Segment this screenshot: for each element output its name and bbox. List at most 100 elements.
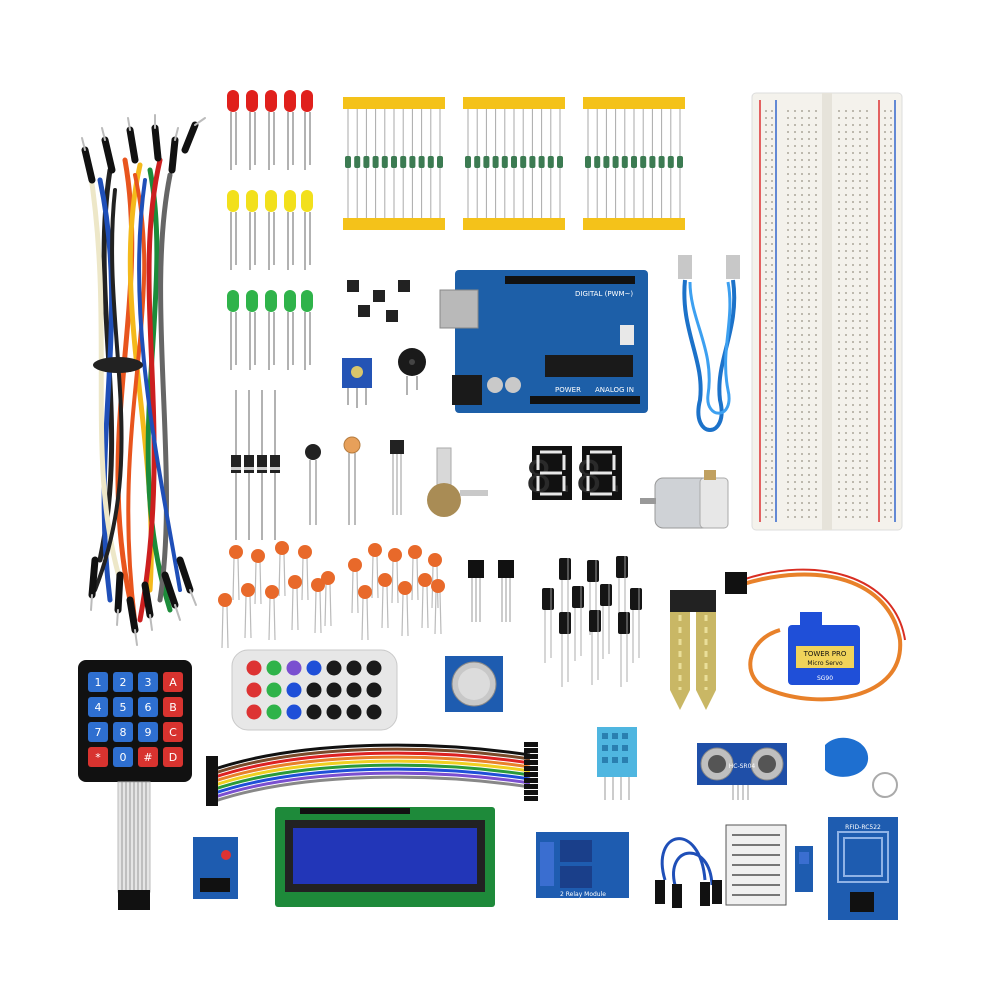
diodes: [231, 390, 280, 540]
resistor-strip-3: [583, 97, 685, 230]
servo-model: Micro Servo: [807, 660, 843, 667]
keypad-key[interactable]: 3: [138, 672, 158, 692]
led-row-red: [227, 90, 313, 170]
relay-module: 2 Relay Module: [536, 832, 629, 898]
keypad-key[interactable]: 7: [88, 722, 108, 742]
keypad-key-label: 2: [120, 676, 127, 689]
keypad-key[interactable]: 8: [113, 722, 133, 742]
electrolytic-capacitors: [542, 556, 642, 687]
rfid-board-label: RFID-RC522: [845, 824, 881, 831]
keypad-key-label: 0: [120, 751, 127, 764]
keypad-key[interactable]: 0: [113, 747, 133, 767]
servo-number: SG90: [817, 675, 833, 682]
power-label: POWER: [555, 386, 581, 394]
remote-button[interactable]: [326, 682, 342, 698]
ceramic-capacitors: [218, 541, 445, 649]
keypad-key[interactable]: 4: [88, 697, 108, 717]
sensor-control-board: [795, 846, 813, 892]
jumper-wire-bundle: [81, 114, 206, 646]
remote-button[interactable]: [306, 660, 322, 676]
keypad-key[interactable]: A: [163, 672, 183, 692]
transistors: [468, 560, 514, 622]
relay-caption: 2 Relay Module: [560, 891, 606, 898]
remote-button[interactable]: [266, 660, 282, 676]
lcd-16x2-display: [275, 807, 495, 907]
dupont-ribbon-cable: [206, 742, 538, 808]
trimmer-potentiometer: [342, 358, 372, 408]
keypad-key-label: D: [169, 751, 177, 764]
keypad-key[interactable]: 1: [88, 672, 108, 692]
keypad-key-label: 8: [120, 726, 127, 739]
remote-button[interactable]: [246, 704, 262, 720]
led-row-yellow: [227, 190, 313, 270]
keypad-key[interactable]: 5: [113, 697, 133, 717]
keypad-key-label: 9: [145, 726, 152, 739]
tactile-buttons: [347, 280, 410, 322]
ir-remote: [231, 649, 398, 731]
remote-button[interactable]: [326, 704, 342, 720]
ir-receiver: [390, 440, 404, 515]
keypad-key[interactable]: D: [163, 747, 183, 767]
keypad-key[interactable]: *: [88, 747, 108, 767]
keypad-key-label: 4: [95, 701, 102, 714]
keypad-key-label: B: [169, 701, 177, 714]
remote-button[interactable]: [306, 682, 322, 698]
keypad-key-label: A: [169, 676, 177, 689]
keypad-key-label: 3: [145, 676, 152, 689]
keypad-key[interactable]: B: [163, 697, 183, 717]
remote-button[interactable]: [346, 660, 362, 676]
keypad-key[interactable]: 9: [138, 722, 158, 742]
keypad-key-label: 7: [95, 726, 102, 739]
resistor-strip-2: [463, 97, 565, 230]
usb-cable: [678, 255, 740, 432]
remote-button[interactable]: [286, 704, 302, 720]
rain-sensor: [725, 824, 787, 906]
remote-button[interactable]: [326, 660, 342, 676]
resistor-strip-1: [343, 97, 445, 230]
remote-button[interactable]: [366, 660, 382, 676]
arduino-uno-board: DIGITAL (PWM~) POWER ANALOG IN: [439, 270, 648, 413]
remote-button[interactable]: [246, 682, 262, 698]
rfid-reader-board: RFID-RC522: [828, 817, 898, 920]
keypad-key-label: 6: [145, 701, 152, 714]
remote-button[interactable]: [286, 660, 302, 676]
servo-brand: TOWER PRO: [803, 650, 847, 658]
rotary-potentiometer: [427, 447, 488, 517]
keypad-key-label: 1: [95, 676, 102, 689]
ultrasonic-sensor: HC-SR04: [697, 743, 787, 800]
led-row-green: [227, 290, 313, 370]
digital-pin-label: DIGITAL (PWM~): [575, 290, 633, 298]
remote-button[interactable]: [286, 682, 302, 698]
seven-segment-displays: 8. 8.: [526, 446, 628, 503]
buzzer: [398, 348, 426, 395]
remote-button[interactable]: [366, 704, 382, 720]
remote-button[interactable]: [306, 704, 322, 720]
servo-motor: TOWER PRO Micro Servo SG90: [725, 568, 906, 702]
keypad-key-label: 5: [120, 701, 127, 714]
remote-button[interactable]: [266, 704, 282, 720]
dht11-sensor: [597, 727, 637, 800]
keypad-key[interactable]: C: [163, 722, 183, 742]
remote-button[interactable]: [346, 704, 362, 720]
thermistor: [305, 444, 321, 525]
keypad-key-label: *: [95, 751, 101, 764]
breadboard: [751, 92, 903, 531]
female-jumper-wires: [655, 837, 722, 908]
keypad-key-label: #: [143, 751, 152, 764]
keypad-key[interactable]: #: [138, 747, 158, 767]
dc-motor: [640, 470, 729, 529]
remote-button[interactable]: [246, 660, 262, 676]
keypad-key-label: C: [169, 726, 177, 739]
resistor-strips: [343, 97, 685, 230]
remote-button[interactable]: [366, 682, 382, 698]
rtc-battery-module: [445, 656, 503, 712]
membrane-keypad: 1 2 3 A 4 5 6 B 7 8 9 C * 0 # D: [78, 660, 192, 910]
keypad-key[interactable]: 6: [138, 697, 158, 717]
soil-moisture-probe: [670, 590, 716, 710]
analog-label: ANALOG IN: [595, 386, 634, 394]
ultrasonic-label: HC-SR04: [729, 763, 756, 770]
remote-button[interactable]: [346, 682, 362, 698]
remote-button[interactable]: [266, 682, 282, 698]
keypad-key[interactable]: 2: [113, 672, 133, 692]
